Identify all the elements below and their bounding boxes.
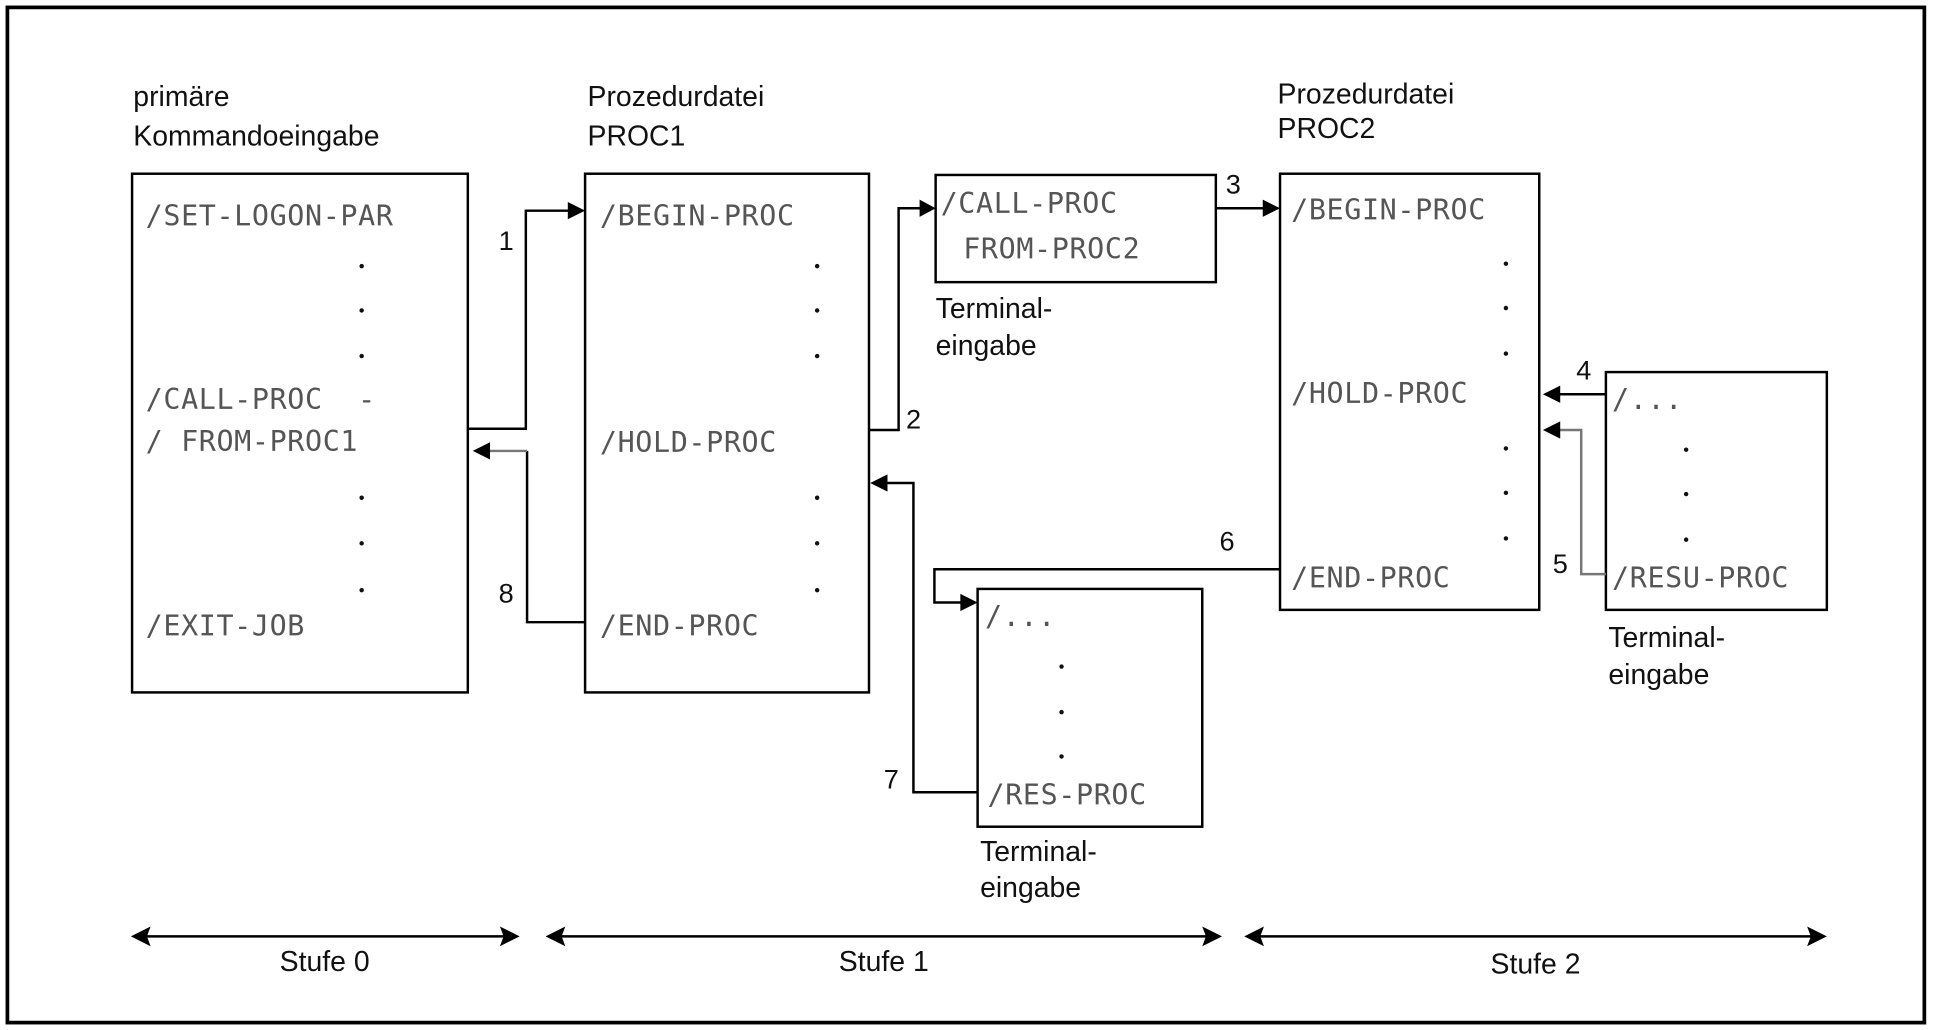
step-label-4: 4 <box>1576 354 1591 385</box>
cmd-call-proc: /CALL-PROC - <box>146 383 376 416</box>
terminal3-caption-2: eingabe <box>980 872 1081 904</box>
ellipsis-dot <box>1503 305 1509 311</box>
terminal-input-3-box: /... /RES-PROC Terminal- eingabe <box>976 587 1204 904</box>
terminal1-from-proc2: FROM-PROC2 <box>946 233 1141 266</box>
arrowhead-right-icon <box>1262 199 1281 217</box>
ellipsis-dot <box>1503 261 1509 266</box>
step-label-1: 1 <box>499 225 514 256</box>
ellipsis-dot <box>814 308 820 313</box>
ellipsis-dot <box>1503 446 1509 451</box>
terminal3-caption-1: Terminal- <box>980 836 1097 868</box>
proc2-end-proc: /END-PROC <box>1291 562 1450 595</box>
terminal1-caption-2: eingabe <box>936 330 1037 362</box>
step-label-5: 5 <box>1553 548 1568 579</box>
flow-arrow-3: 3 <box>1215 168 1281 217</box>
arrowhead-right-icon <box>499 926 520 947</box>
terminal2-caption-2: eingabe <box>1608 659 1709 691</box>
ellipsis-dot <box>1503 351 1509 356</box>
flow-arrow-8: 8 <box>472 442 586 624</box>
proc2-title-2: PROC2 <box>1278 113 1376 145</box>
step-label-8: 8 <box>499 577 514 608</box>
ellipsis-dot <box>1683 447 1689 452</box>
level-range-2: Stufe 2 <box>1244 926 1827 980</box>
arrowhead-left-icon <box>130 926 151 947</box>
arrowhead-right-icon <box>919 199 936 217</box>
arrowhead-right-icon <box>960 593 978 612</box>
arrowhead-left-icon <box>1542 385 1561 403</box>
step-label-6: 6 <box>1220 526 1235 557</box>
step-label-2: 2 <box>906 404 921 435</box>
cmd-from-proc1: / FROM-PROC1 <box>146 425 358 458</box>
ellipsis-dot <box>359 263 364 269</box>
level-label-0: Stufe 0 <box>280 946 370 978</box>
flow-arrow-5: 5 <box>1542 421 1606 579</box>
ellipsis-dot <box>1059 754 1064 759</box>
terminal3-slash-dots: /... <box>985 600 1056 633</box>
level-range-0: Stufe 0 <box>130 926 520 978</box>
flow-arrow-2: 2 <box>868 199 936 435</box>
ellipsis-dot <box>1503 490 1509 496</box>
proc2-hold-proc: /HOLD-PROC <box>1291 377 1468 410</box>
proc1-title-1: Prozedurdatei <box>588 81 765 113</box>
proc2-begin-proc: /BEGIN-PROC <box>1291 193 1486 226</box>
primary-input-title-1: primäre <box>133 81 229 113</box>
flow-arrow-4: 4 <box>1542 354 1606 403</box>
ellipsis-dot <box>1059 709 1064 715</box>
terminal1-caption-1: Terminal- <box>936 293 1053 325</box>
terminal2-caption-1: Terminal- <box>1608 622 1725 654</box>
flow-arrow-6: 6 <box>933 526 1281 612</box>
level-label-1: Stufe 1 <box>839 946 929 978</box>
step-label-3: 3 <box>1226 168 1241 199</box>
cmd-exit-job: /EXIT-JOB <box>146 610 305 643</box>
step-label-7: 7 <box>884 764 899 795</box>
ellipsis-dot <box>359 541 364 546</box>
ellipsis-dot <box>1683 537 1689 542</box>
proc1-title-2: PROC1 <box>588 120 686 152</box>
arrowhead-right-icon <box>1807 926 1827 947</box>
proc2-title-1: Prozedurdatei <box>1278 79 1455 111</box>
level-label-2: Stufe 2 <box>1491 948 1581 980</box>
proc2-box: /BEGIN-PROC /HOLD-PROC /END-PROC <box>1278 172 1541 612</box>
arrowhead-left-icon <box>545 926 566 947</box>
ellipsis-dot <box>359 353 364 359</box>
arrowhead-left-icon <box>870 474 888 492</box>
ellipsis-dot <box>1683 491 1689 497</box>
arrowhead-left-icon <box>1244 926 1264 947</box>
arrowhead-left-icon <box>1542 421 1561 439</box>
terminal2-resu-proc: /RESU-PROC <box>1612 562 1789 595</box>
ellipsis-dot <box>359 308 364 313</box>
proc1-box: /BEGIN-PROC /HOLD-PROC /END-PROC <box>583 172 871 694</box>
ellipsis-dot <box>814 495 820 500</box>
arrowhead-right-icon <box>567 202 586 220</box>
terminal-input-1-box: /CALL-PROC FROM-PROC2 Terminal- eingabe <box>934 173 1218 362</box>
ellipsis-dot <box>814 541 820 546</box>
primary-input-box: /SET-LOGON-PAR /CALL-PROC - / FROM-PROC1… <box>130 172 470 694</box>
proc1-end-proc: /END-PROC <box>600 610 759 643</box>
ellipsis-dot <box>814 587 820 593</box>
arrowhead-left-icon <box>472 442 491 460</box>
level-range-1: Stufe 1 <box>545 926 1223 978</box>
proc1-hold-proc: /HOLD-PROC <box>600 426 777 459</box>
ellipsis-dot <box>359 495 364 500</box>
ellipsis-dot <box>359 587 364 593</box>
terminal-input-2-box: /... /RESU-PROC Terminal- eingabe <box>1604 370 1829 691</box>
flow-arrow-7: 7 <box>870 474 978 795</box>
ellipsis-dot <box>1059 664 1064 669</box>
terminal3-res-proc: /RES-PROC <box>987 779 1146 812</box>
ellipsis-dot <box>1503 536 1509 541</box>
terminal2-slash-dots: /... <box>1612 383 1683 416</box>
ellipsis-dot <box>814 353 820 359</box>
primary-input-title-2: Kommandoeingabe <box>133 120 379 152</box>
cmd-set-logon-par: /SET-LOGON-PAR <box>146 199 394 232</box>
terminal1-call-proc: /CALL-PROC <box>941 187 1118 220</box>
ellipsis-dot <box>814 263 820 269</box>
flow-arrow-1: 1 <box>467 202 586 430</box>
proc1-begin-proc: /BEGIN-PROC <box>600 199 795 232</box>
arrowhead-right-icon <box>1202 926 1223 947</box>
